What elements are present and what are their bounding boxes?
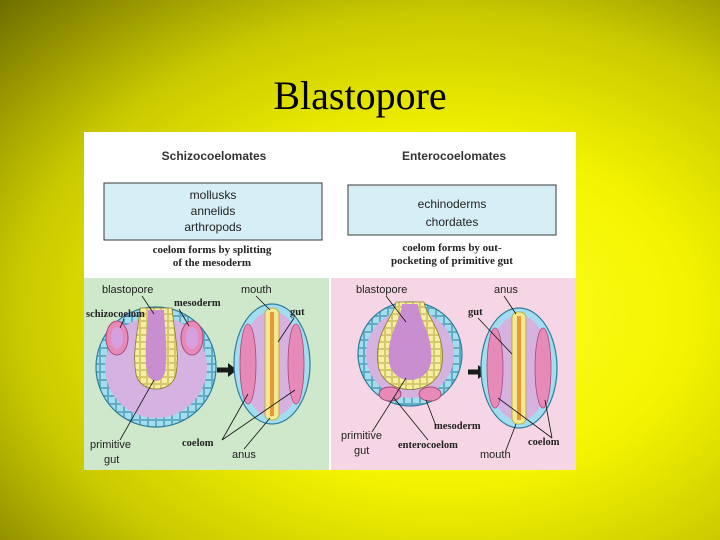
- right-label-gut2: gut: [354, 445, 369, 457]
- right-label-primitive: primitive: [341, 430, 382, 442]
- right-label-mouth: mouth: [480, 449, 511, 461]
- right-embryo: [357, 301, 463, 407]
- right-label-anus: anus: [494, 284, 518, 296]
- right-label-blastopore: blastopore: [356, 284, 407, 296]
- left-label-mesoderm: mesoderm: [174, 298, 221, 309]
- right-larva: [480, 307, 558, 429]
- left-larva: [233, 303, 311, 425]
- left-heading: Schizocoelomates: [162, 149, 267, 163]
- right-label-gut: gut: [468, 307, 483, 318]
- left-embryo: [95, 306, 217, 428]
- left-label-coelom: coelom: [182, 438, 214, 449]
- left-leader-lines: [119, 295, 296, 450]
- right-heading: Enterocoelomates: [402, 149, 506, 163]
- right-group-box: [347, 184, 557, 236]
- left-label-gut2: gut: [104, 454, 119, 466]
- left-label-gut: gut: [290, 307, 305, 318]
- right-label-mesoderm: mesoderm: [434, 421, 481, 432]
- left-label-schizocoelom: schizocoelom: [86, 309, 145, 320]
- left-caption-1: coelom forms by splitting: [153, 244, 272, 256]
- left-label-blastopore: blastopore: [102, 284, 153, 296]
- right-group-2: chordates: [426, 215, 479, 229]
- left-label-primitive: primitive: [90, 439, 131, 451]
- left-label-mouth: mouth: [241, 284, 272, 296]
- blastopore-figure: Schizocoelomates Enterocoelomates mollus…: [84, 132, 576, 470]
- left-label-anus: anus: [232, 449, 256, 461]
- left-group-3: arthropods: [184, 220, 241, 234]
- right-leader-lines: [371, 295, 553, 451]
- right-label-coelom: coelom: [528, 437, 560, 448]
- right-label-enterocoelom: enterocoelom: [398, 440, 458, 451]
- left-caption-2: of the mesoderm: [173, 257, 251, 269]
- right-caption-2: pocketing of primitive gut: [391, 255, 513, 267]
- left-group-1: mollusks: [190, 188, 237, 202]
- left-group-box: [103, 182, 323, 241]
- right-group-1: echinoderms: [418, 197, 487, 211]
- right-caption-1: coelom forms by out-: [402, 242, 502, 254]
- slide-title: Blastopore: [273, 73, 447, 118]
- figure-svg: Schizocoelomates Enterocoelomates mollus…: [84, 149, 576, 470]
- left-group-2: annelids: [191, 204, 236, 218]
